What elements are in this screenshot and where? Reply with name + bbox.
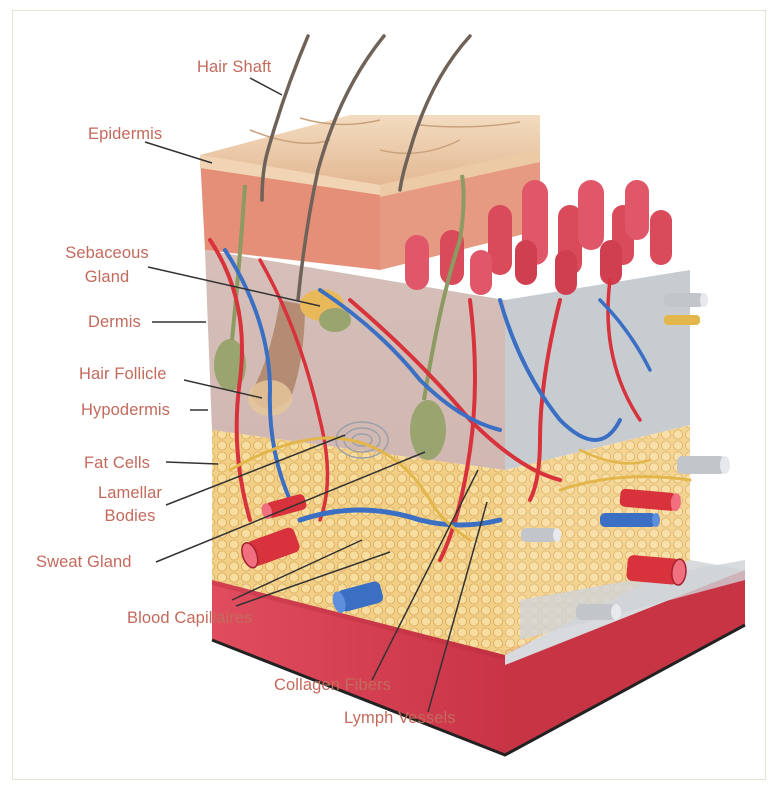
label-sebaceous-gland-line2: Gland bbox=[84, 268, 130, 286]
label-hair-shaft: Hair Shaft bbox=[197, 58, 272, 76]
leader-line-hair-follicle bbox=[183, 379, 263, 399]
leader-line-blood-capillaires-1 bbox=[231, 539, 363, 601]
leader-line-blood-capillaires-2 bbox=[235, 551, 391, 607]
sweat-glands bbox=[214, 174, 466, 460]
label-fat-cells: Fat Cells bbox=[84, 454, 150, 472]
sebaceous-gland bbox=[300, 289, 351, 332]
leader-line-lymph-vessels bbox=[427, 501, 488, 713]
leader-line-sebaceous-gland bbox=[147, 266, 321, 307]
cut-vessel-ends bbox=[241, 293, 730, 620]
leader-line-fat-cells bbox=[165, 461, 219, 465]
label-hypodermis: Hypodermis bbox=[81, 401, 171, 419]
hair-shafts bbox=[260, 34, 472, 302]
label-lymph-vessels: Lymph Vessels bbox=[344, 709, 456, 727]
label-collagen-fibers: Collagen Fibers bbox=[274, 676, 392, 694]
leader-lines bbox=[144, 77, 488, 713]
label-blood-capillaires: Blood Capillaires bbox=[127, 609, 253, 627]
label-lamellar-bodies-line2: Bodies bbox=[104, 507, 156, 525]
label-epidermis: Epidermis bbox=[88, 125, 163, 143]
leader-line-collagen-fibers bbox=[371, 469, 479, 681]
leader-line-sweat-gland bbox=[155, 451, 426, 563]
leader-line-lamellar-bodies bbox=[165, 434, 346, 506]
label-sweat-gland: Sweat Gland bbox=[36, 553, 132, 571]
leader-line-hair-shaft bbox=[249, 77, 283, 96]
label-dermis: Dermis bbox=[88, 313, 141, 331]
leader-line-epidermis bbox=[144, 141, 213, 164]
label-lamellar-bodies-line1: Lamellar bbox=[97, 484, 163, 502]
label-hair-follicle: Hair Follicle bbox=[79, 365, 167, 383]
label-sebaceous-gland-line1: Sebaceous bbox=[65, 244, 149, 262]
